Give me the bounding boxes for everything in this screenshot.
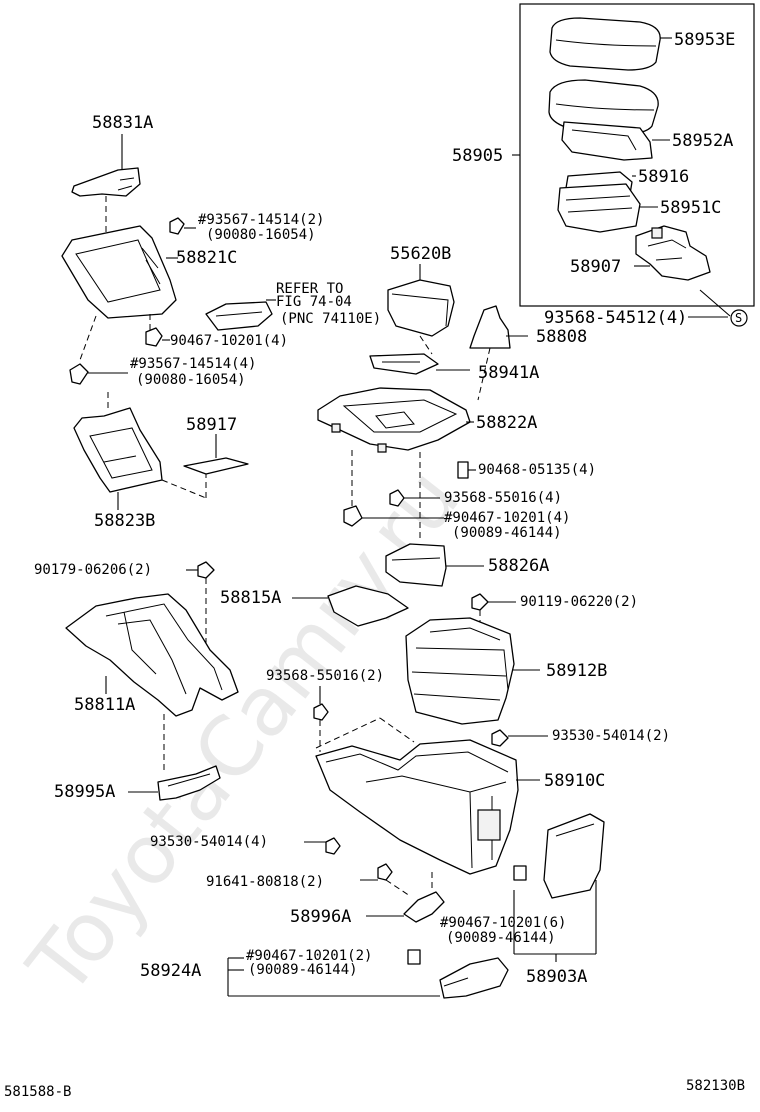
label-55620B: 55620B xyxy=(390,244,451,264)
label-58952A: 58952A xyxy=(672,131,733,151)
bezel-58821C xyxy=(61,225,177,319)
panel-58822A xyxy=(317,387,471,453)
lid-58903A xyxy=(543,813,605,899)
label-58996A: 58996A xyxy=(290,907,351,927)
screw-91641-icon xyxy=(360,863,393,881)
clip-90467-icon xyxy=(145,327,170,347)
label-90467-10201-4b: #90467-10201(4) xyxy=(444,510,570,526)
pad-refer-fig-74-04 xyxy=(205,301,273,331)
label-90119-06220: 90119-06220(2) xyxy=(520,594,638,610)
clip-90468-icon xyxy=(457,461,476,479)
screw-93568-2-icon xyxy=(313,703,329,721)
footer-left-code: 581588-B xyxy=(4,1084,71,1100)
clip-90467-b-icon xyxy=(343,505,444,527)
screw-93530-4-icon xyxy=(304,837,341,855)
box-58951C xyxy=(557,183,641,233)
bracket-58995A xyxy=(157,765,221,801)
label-58916: 58916 xyxy=(638,167,689,187)
label-refer-fig: FIG 74-04 xyxy=(276,294,352,310)
label-58821C: 58821C xyxy=(176,248,237,268)
label-58831A: 58831A xyxy=(92,113,153,133)
screw-93530-icon xyxy=(491,729,548,747)
label-91641-80818: 91641-80818(2) xyxy=(206,874,324,890)
label-refer-to: REFER TO xyxy=(276,281,343,297)
label-93568-55016-4: 93568-55016(4) xyxy=(444,490,562,506)
tray-58826A xyxy=(385,543,447,587)
label-93530-54014-2: 93530-54014(2) xyxy=(552,728,670,744)
standard-part-s-icon xyxy=(730,309,748,327)
label-90179-06206: 90179-06206(2) xyxy=(34,562,152,578)
box-58912B xyxy=(405,617,515,725)
label-90089-46144-a: (90089-46144) xyxy=(452,525,562,541)
label-90080-16054: (90080-16054) xyxy=(206,227,316,243)
screw-90179-icon xyxy=(186,561,215,579)
label-58917: 58917 xyxy=(186,415,237,435)
box-58924A xyxy=(439,957,509,999)
label-90080-16054-b: (90080-16054) xyxy=(136,372,246,388)
screw-93567-4-icon xyxy=(69,363,128,385)
label-58903A: 58903A xyxy=(526,967,587,987)
screw-93568-icon xyxy=(389,489,440,507)
label-58951C: 58951C xyxy=(660,198,721,218)
screw-90119-icon xyxy=(471,593,516,611)
label-s-mark: S xyxy=(735,311,742,325)
label-90468-05135: 90468-05135(4) xyxy=(478,462,596,478)
label-58912B: 58912B xyxy=(546,661,607,681)
cover-58831A xyxy=(71,167,141,197)
label-90467-10201-2: #90467-10201(2) xyxy=(246,948,372,964)
label-58907: 58907 xyxy=(570,257,621,277)
label-58953E: 58953E xyxy=(674,30,735,50)
label-58826A: 58826A xyxy=(488,556,549,576)
panel-58811A xyxy=(65,593,239,717)
clip-90467-6-icon xyxy=(513,865,527,881)
mat-58917 xyxy=(183,457,249,475)
label-refer-pnc: (PNC 74110E) xyxy=(280,311,381,327)
console-58910C xyxy=(315,739,519,875)
screw-93567-icon xyxy=(169,217,196,235)
label-58995A: 58995A xyxy=(54,782,115,802)
clip-90467-2-icon xyxy=(407,949,421,965)
label-93568-54512: 93568-54512(4) xyxy=(544,308,687,328)
label-58924A: 58924A xyxy=(140,961,201,981)
ashtray-55620B xyxy=(387,279,455,337)
hinge-58907 xyxy=(635,225,711,281)
label-58808: 58808 xyxy=(536,327,587,347)
armrest-hinge-58952A xyxy=(561,121,653,161)
label-58822A: 58822A xyxy=(476,413,537,433)
label-58941A: 58941A xyxy=(478,363,539,383)
box-58823B xyxy=(73,407,163,493)
armrest-lid-58953E xyxy=(549,17,661,71)
watermark: ToyotaCamry.ru xyxy=(10,452,478,1013)
label-90467-10201-4a: 90467-10201(4) xyxy=(170,333,288,349)
label-90089-46144-c: (90089-46144) xyxy=(248,962,358,978)
armrest-pad xyxy=(548,79,659,135)
footer-right-code: 582130B xyxy=(686,1078,745,1094)
label-58815A: 58815A xyxy=(220,588,281,608)
label-58905: 58905 xyxy=(452,146,503,166)
label-93530-54014-4: 93530-54014(4) xyxy=(150,834,268,850)
label-58811A: 58811A xyxy=(74,695,135,715)
label-58823B: 58823B xyxy=(94,511,155,531)
seal-58941A xyxy=(369,353,439,375)
label-93567-14514-2: #93567-14514(2) xyxy=(198,212,324,228)
boot-58808 xyxy=(469,305,528,349)
label-93567-14514-4: #93567-14514(4) xyxy=(130,356,256,372)
label-90467-10201-6: #90467-10201(6) xyxy=(440,915,566,931)
bracket-58996A xyxy=(403,891,445,923)
label-58910C: 58910C xyxy=(544,771,605,791)
label-90089-46144-b: (90089-46144) xyxy=(446,930,556,946)
mat-58815A xyxy=(327,585,409,627)
label-93568-55016-2: 93568-55016(2) xyxy=(266,668,384,684)
